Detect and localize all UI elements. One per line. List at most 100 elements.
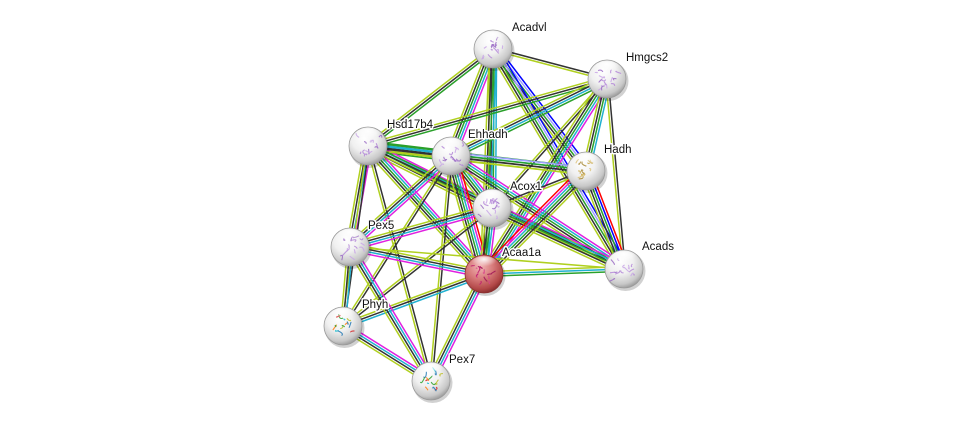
protein-structure-icon (609, 258, 635, 282)
edge-pex5-pex7[interactable] (346, 244, 435, 384)
edge-evidence-experiments (493, 202, 627, 266)
edge-evidence-experiments (480, 167, 584, 272)
node-highlight (417, 363, 445, 378)
edge-evidence-experiments (349, 249, 484, 279)
edge-hsd17b4-pex7[interactable] (366, 145, 433, 382)
edge-acaa1a-pex5[interactable] (349, 242, 485, 279)
node-label: Ehhadh (468, 129, 508, 141)
edge-evidence-textmining (487, 174, 591, 279)
node-highlight (593, 61, 621, 76)
edge-acox1-pex5[interactable] (348, 203, 494, 252)
edge-acaa1a-pex7[interactable] (427, 272, 488, 383)
edge-evidence-neighborhood (484, 171, 588, 276)
node-label: Hmgcs2 (626, 52, 668, 64)
edge-evidence-neighborhood (483, 78, 608, 275)
edge-evidence-neighborhood (369, 50, 495, 149)
edge-evidence-coexpression (367, 78, 608, 147)
node-label: Acox1 (510, 181, 542, 193)
node-highlight (478, 190, 506, 205)
edge-ehhadh-hadh[interactable] (450, 151, 587, 176)
node-label: Hsd17b4 (387, 119, 434, 131)
node-ehhadh[interactable]: Ehhadh (431, 128, 509, 178)
edge-evidence-homology (451, 151, 587, 169)
edge-evidence-coexpression (348, 154, 451, 247)
edge-evidence-textmining (347, 152, 450, 245)
edge-hmgcs2-hsd17b4[interactable] (367, 75, 608, 150)
edge-evidence-coexpression (492, 79, 609, 210)
edge-hsd17b4-acaa1a[interactable] (363, 142, 489, 278)
node-highlight (329, 308, 357, 323)
edge-evidence-neighborhood (491, 207, 625, 270)
edge-evidence-coexpression (365, 147, 483, 277)
edge-evidence-neighborhood (484, 270, 625, 278)
edge-evidence-neighborhood (451, 154, 587, 171)
edge-evidence-databases (483, 268, 625, 275)
node-label: Pex5 (368, 220, 394, 232)
edge-evidence-textmining (350, 242, 485, 272)
edge-evidence-coexpression (350, 245, 485, 274)
node-acadvl[interactable]: Acadvl (473, 21, 548, 71)
edge-evidence-experiments (350, 210, 494, 252)
node-pex5[interactable]: Pex5 (330, 219, 396, 269)
edge-evidence-databases (451, 155, 486, 274)
node-acox1[interactable]: Acox1 (472, 180, 543, 230)
node-highlight (437, 138, 465, 153)
edge-evidence-databases (343, 275, 486, 329)
node-hadh[interactable]: Hadh (566, 143, 633, 193)
node-label: Acads (642, 241, 674, 253)
edge-evidence-textmining (341, 271, 484, 325)
node-acaa1a[interactable]: Acaa1a (464, 246, 543, 296)
edge-evidence-databases (369, 143, 487, 273)
edge-evidence-databases (350, 156, 453, 249)
edge-evidence-textmining (341, 154, 451, 326)
edge-evidence-coexpression (450, 77, 607, 156)
edge-evidence-databases (350, 245, 433, 381)
edge-evidence-coexpression (481, 77, 606, 274)
node-label: Acaa1a (502, 247, 542, 259)
node-hsd17b4[interactable]: Hsd17b4 (348, 118, 435, 168)
edge-hmgcs2-acads[interactable] (605, 78, 626, 270)
node-label: Phyh (362, 299, 388, 311)
edge-evidence-databases (451, 79, 608, 158)
edge-evidence-coexpression (342, 273, 485, 327)
edge-evidence-neighborhood (368, 80, 608, 150)
node-label: Acadvl (512, 22, 547, 34)
edge-evidence-textmining (346, 248, 429, 384)
edge-evidence-coexpression (446, 156, 482, 276)
edge-evidence-databases (482, 169, 586, 274)
edge-evidence-textmining (366, 46, 492, 145)
node-highlight (479, 31, 507, 46)
node-layer: AcadvlHmgcs2Hsd17b4EhhadhHadhAcox1Pex5Ac… (323, 21, 676, 403)
edge-evidence-coexpression (368, 145, 433, 381)
edge-evidence-textmining (367, 75, 607, 145)
edge-acox1-acads[interactable] (489, 202, 627, 275)
edge-acox1-phyh[interactable] (341, 206, 494, 328)
edge-evidence-experiments (352, 244, 435, 380)
node-hmgcs2[interactable]: Hmgcs2 (587, 51, 670, 101)
node-pex7[interactable]: Pex7 (411, 353, 477, 403)
node-phyh[interactable]: Phyh (323, 298, 390, 348)
edge-ehhadh-phyh[interactable] (341, 154, 453, 328)
node-highlight (470, 256, 498, 271)
edge-evidence-textmining (366, 146, 431, 382)
node-label: Hadh (604, 144, 632, 156)
edge-evidence-databases (349, 247, 484, 276)
edge-acaa1a-phyh[interactable] (341, 271, 486, 329)
node-acads[interactable]: Acads (604, 240, 676, 291)
edge-evidence-coexpression (343, 208, 494, 328)
edge-hmgcs2-ehhadh[interactable] (449, 75, 609, 160)
edge-ehhadh-pex5[interactable] (347, 152, 454, 251)
edge-evidence-neighborhood (367, 145, 485, 275)
edge-evidence-coexpression (450, 156, 586, 173)
edge-evidence-databases (431, 274, 486, 382)
node-highlight (336, 229, 364, 244)
edge-evidence-textmining (450, 158, 586, 176)
edge-evidence-coexpression (348, 247, 431, 383)
edge-evidence-textmining (445, 46, 490, 155)
edge-hmgcs2-acox1[interactable] (490, 77, 609, 210)
edge-acadvl-hmgcs2[interactable] (492, 47, 608, 81)
edge-evidence-neighborhood (449, 156, 484, 275)
edge-evidence-databases (492, 205, 626, 268)
edge-acadvl-hsd17b4[interactable] (366, 46, 495, 149)
